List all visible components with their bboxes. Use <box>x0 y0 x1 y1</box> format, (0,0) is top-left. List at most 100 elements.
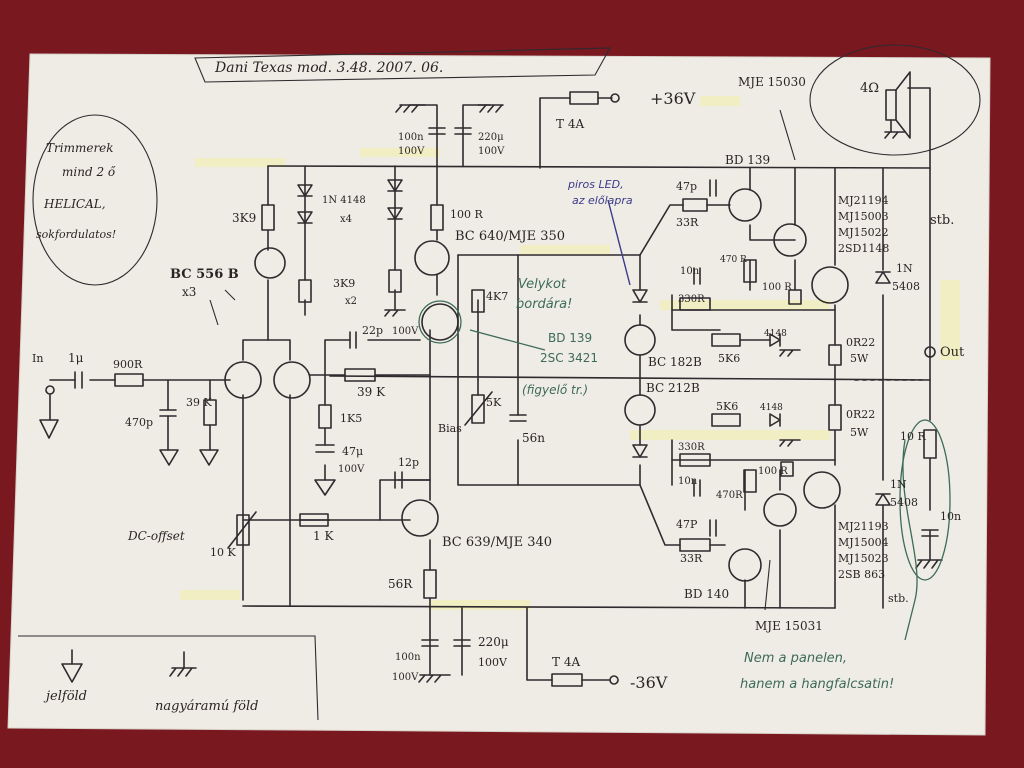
dc-offset-label: DC-offset <box>127 529 185 543</box>
npn-output-1: MJ21194 <box>838 194 889 207</box>
resistor-56r-label: 56R <box>388 577 413 591</box>
diode-bot-type: 5408 <box>890 496 918 509</box>
bd139-top-label: BD 139 <box>725 153 770 167</box>
cap-100n-bot-label: 100n <box>395 652 421 663</box>
bc639-label: BC 639/MJE 340 <box>442 535 552 550</box>
resistor-emitter-top <box>828 344 842 366</box>
led-note-line-1: piros LED, <box>567 178 624 191</box>
cap-470p-label: 470p <box>125 416 153 429</box>
resistor-3k9-pair-label: 3K9 <box>333 277 355 290</box>
legend-frame <box>18 635 319 721</box>
cap-47u <box>315 444 335 453</box>
capacitors <box>74 127 939 647</box>
resistor-3k9-label: 3K9 <box>232 211 256 225</box>
sense-transistor-highlight <box>418 300 462 344</box>
resistor-5k6-top-label: 5K6 <box>718 352 740 365</box>
cap-22p-voltage: 100V <box>392 326 419 337</box>
sense-note: (figyelő tr.) <box>522 383 588 397</box>
resistor-330r-bot <box>679 453 711 467</box>
resistor-33r-bot-label: 33R <box>680 552 703 565</box>
resistor-3k9-b <box>388 269 402 293</box>
resistor-3k9-pair-count: x2 <box>345 296 357 307</box>
resistor-470r-top <box>743 259 757 283</box>
resistor-39k-fb-label: 39 K <box>357 385 386 399</box>
texts: Dani Texas mod. 3.48. 2007. 06. Trimmere… <box>32 60 965 692</box>
led-note-line-2: az előlapra <box>572 194 633 207</box>
input-label: In <box>32 352 43 365</box>
npn-output-3: MJ15022 <box>838 226 889 239</box>
bc556-pointer-2 <box>224 289 236 301</box>
bc640-label: BC 640/MJE 350 <box>455 229 565 244</box>
cap-100n-top-voltage: 100V <box>398 146 425 157</box>
diode-4148-bot-label: 4148 <box>760 403 783 413</box>
resistor-1k5-label: 1K5 <box>340 412 362 425</box>
heatsink-note-line-1: Velykot <box>518 277 567 292</box>
terminal-pos <box>610 93 620 103</box>
resistor-39k-fb <box>344 368 376 382</box>
bc212b-label: BC 212B <box>646 381 700 395</box>
resistor-900r-label: 900R <box>113 358 143 371</box>
power-ground-label: nagyáramú föld <box>155 699 258 714</box>
cap-1u <box>74 371 83 389</box>
cap-10n-bot-label: 10n <box>678 476 698 487</box>
cap-12p-label: 12p <box>398 456 419 469</box>
cap-220u-bot <box>453 639 471 647</box>
diode-top-type: 5408 <box>892 280 920 293</box>
trimmer-note-line-4: sokfordulatos! <box>36 228 116 241</box>
resistor-33r-top-label: 33R <box>676 216 699 229</box>
cap-56n-label: 56n <box>522 431 545 445</box>
cap-12p <box>394 471 403 489</box>
resistor-470r-bot-label: 470R <box>716 490 743 501</box>
cap-47p-top <box>709 179 717 197</box>
pnp-output-4: 2SB 863 <box>838 568 885 581</box>
resistor-1k <box>299 513 329 527</box>
supply-pos-label: +36V <box>650 89 696 108</box>
sense-transistor-line-2: 2SC 3421 <box>540 351 598 365</box>
diodes-count: x4 <box>340 214 352 225</box>
cap-10n-top-label: 10n <box>680 266 700 277</box>
cap-220u-bot-voltage: 100V <box>478 656 508 669</box>
cap-100n-top <box>428 127 446 135</box>
cap-10n-bot <box>693 479 701 497</box>
diode-bot-label: 1N <box>890 478 907 491</box>
pot-dc-offset <box>227 511 257 549</box>
re-bot-label: 0R22 <box>846 408 875 421</box>
trimmer-note-line-3: HELICAL, <box>43 197 106 211</box>
resistor-470r-bot <box>743 469 757 493</box>
diodes <box>297 179 891 506</box>
fuse-top <box>569 91 599 105</box>
cap-1u-label: 1μ <box>68 351 84 365</box>
cap-100n-bot <box>421 639 439 647</box>
bias-label: Bias <box>438 422 462 435</box>
bc556-count: x3 <box>182 285 196 299</box>
resistor-5k6-bot-label: 5K6 <box>716 400 738 413</box>
offset-pot-label: 10 K <box>210 546 236 559</box>
sense-line <box>469 329 546 351</box>
cap-100n-bot-voltage: 100V <box>392 672 419 683</box>
resistor-56r <box>423 569 437 599</box>
title: Dani Texas mod. 3.48. 2007. 06. <box>214 60 443 76</box>
supply-neg-label: -36V <box>630 673 668 692</box>
fuse-bottom-label: T 4A <box>552 655 580 669</box>
cap-47p-bot-label: 47P <box>676 518 698 531</box>
npn-output-4: 2SD1148 <box>838 242 889 255</box>
trimmer-note-line-2: mind 2 ő <box>62 165 116 179</box>
cap-220u-top-voltage: 100V <box>478 146 505 157</box>
resistor-33r-top <box>682 198 708 212</box>
cap-220u-bot-label: 220μ <box>478 635 509 649</box>
resistor-330r-bot-label: 330R <box>678 442 705 453</box>
cap-220u-top <box>454 127 472 135</box>
npn-output-2: MJ15003 <box>838 210 889 223</box>
re-bot-watt: 5W <box>850 426 869 439</box>
bd140-label: BD 140 <box>684 587 729 601</box>
resistor-470r-top-label: 470 R <box>720 255 747 265</box>
cap-22p-label: 22p <box>362 324 383 337</box>
resistor-100r-bot <box>780 461 794 477</box>
grounds <box>39 104 943 683</box>
resistor-3k9-a <box>298 279 312 303</box>
resistor-100r-top-label: 100 R <box>762 282 792 293</box>
terminal-neg <box>609 675 619 685</box>
resistor-4k7 <box>471 289 485 313</box>
